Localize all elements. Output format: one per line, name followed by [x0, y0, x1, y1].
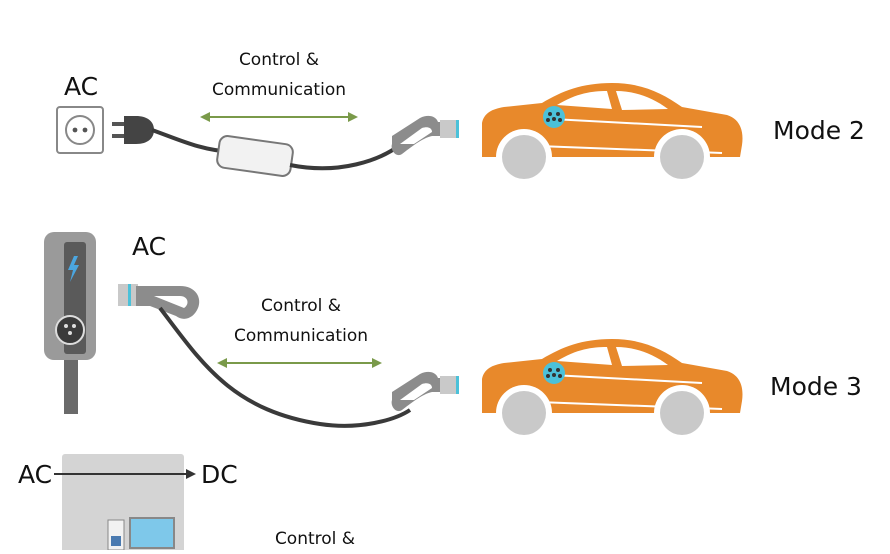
car-icon [481, 338, 744, 442]
plug-icon [112, 116, 154, 144]
mode-label-3: Mode 3 [770, 372, 862, 401]
supply-label-mode2: AC [64, 72, 99, 101]
dc-charger-icon [62, 454, 184, 550]
conversion-from-label: AC [18, 460, 53, 489]
lightning-icon [68, 256, 79, 282]
link-line-2: Communication [234, 326, 368, 346]
arrow-mode3 [217, 358, 382, 368]
station-socket-icon [55, 315, 85, 345]
car-icon [481, 82, 744, 186]
link-line-1: Control & [238, 50, 320, 70]
cable-mode3 [158, 306, 412, 428]
conversion-to-label: DC [201, 460, 238, 489]
arrow-mode2 [200, 112, 358, 122]
wall-socket-icon [56, 106, 104, 154]
connector-icon [391, 371, 459, 412]
link-line-2: Communication [212, 80, 346, 100]
mode-label-2: Mode 2 [773, 116, 865, 145]
cable-mode2-to-connector [289, 143, 402, 171]
link-line-1: Control & [274, 529, 356, 549]
control-box-icon [216, 135, 294, 177]
link-label-mode3: Control & Communication [219, 291, 383, 351]
connector-icon [391, 115, 459, 156]
station-connector-icon [118, 284, 200, 319]
link-label-mode2: Control & Communication [197, 45, 361, 105]
supply-label-mode3: AC [132, 232, 167, 261]
link-line-1: Control & [260, 296, 342, 316]
link-label-dc: Control & [233, 524, 397, 554]
conversion-arrow [54, 469, 196, 479]
